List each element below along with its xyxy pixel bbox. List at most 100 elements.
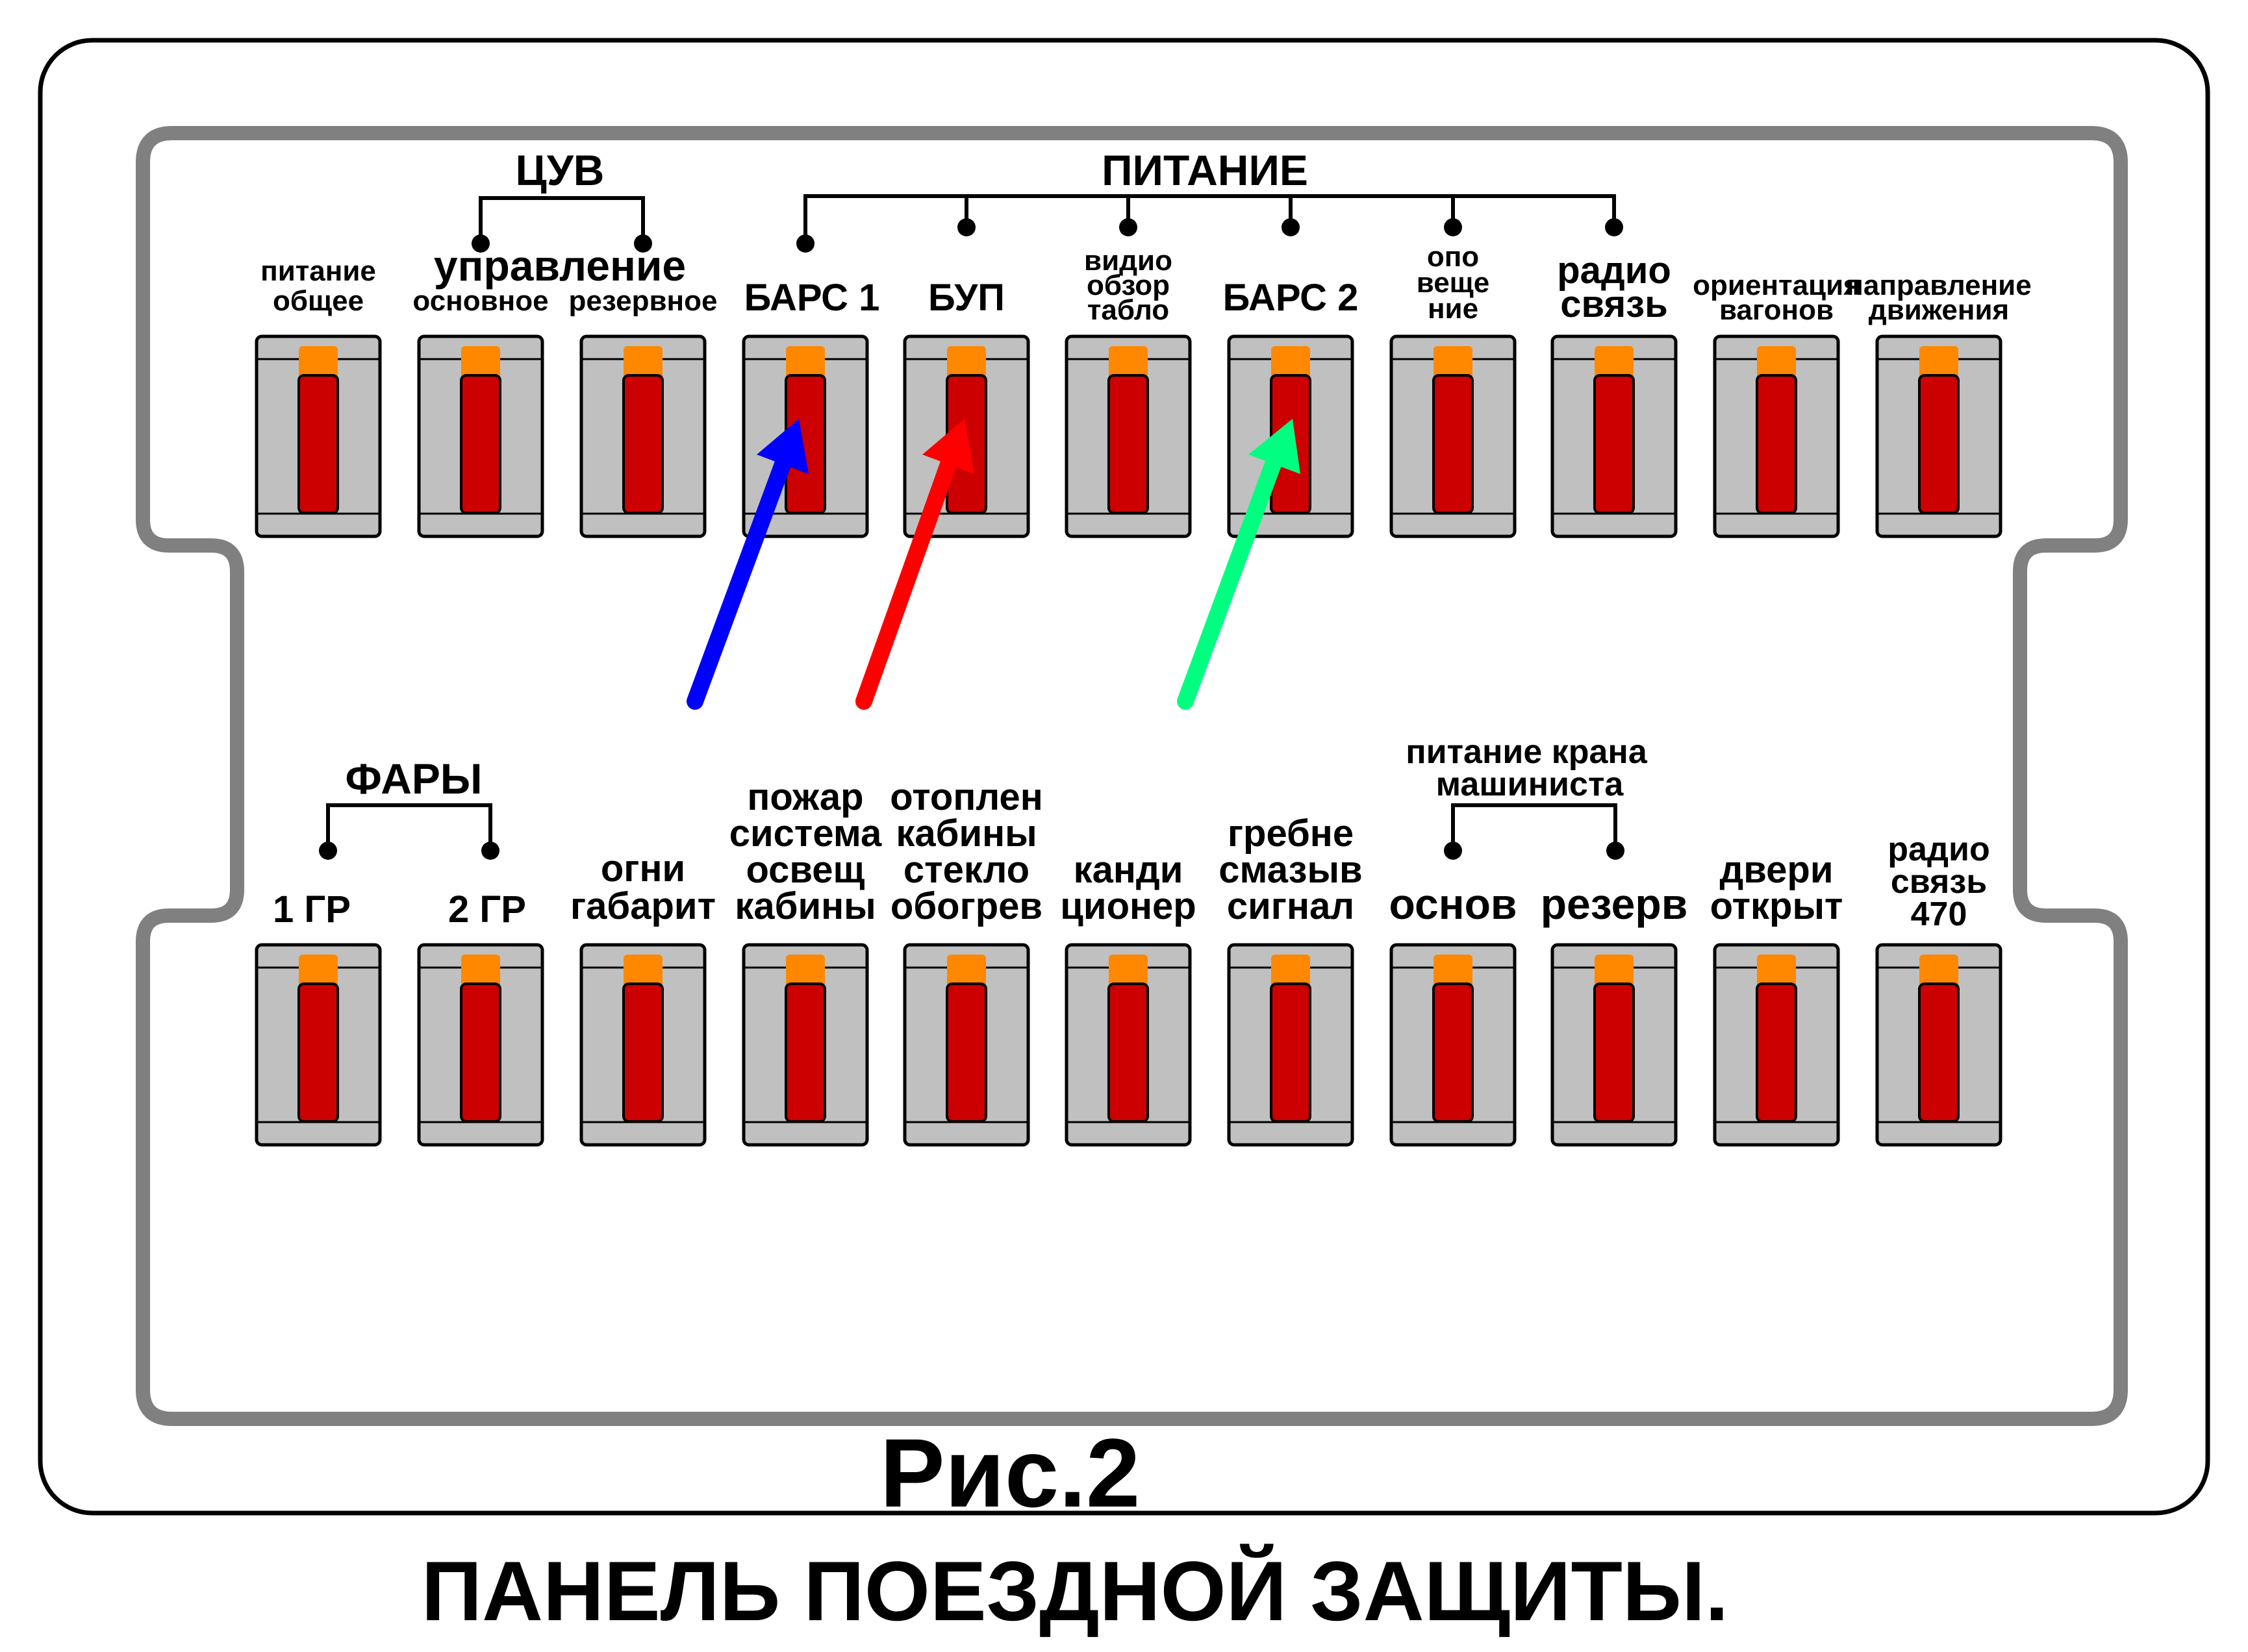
lever-tip <box>624 955 663 987</box>
lever <box>1918 982 1960 1123</box>
lever <box>1107 374 1149 514</box>
top_row-switch-label: питание <box>260 255 376 287</box>
bottom_row-switch-label: 1 ГР <box>273 888 351 931</box>
top_row-switch-label: обзор <box>1087 269 1170 301</box>
lever <box>1918 374 1960 514</box>
bottom-toggle-switch-1[interactable] <box>255 943 382 1147</box>
cuv-bracket-dot-left <box>472 234 490 253</box>
bottom_row-switch-label: двери <box>1719 849 1833 891</box>
power-bracket-dot <box>1282 218 1300 236</box>
inner-frame <box>136 126 2128 1426</box>
lever <box>460 374 501 514</box>
top_row-switch-label: основное <box>412 285 548 317</box>
bottom_row-switch-label: 2 ГР <box>448 888 526 931</box>
lever-tip <box>299 346 338 379</box>
lever-tip <box>1757 346 1796 379</box>
top-toggle-switch-3[interactable] <box>579 334 707 538</box>
lever <box>1432 982 1474 1123</box>
top_row-switch-label: опо <box>1427 241 1479 273</box>
top-toggle-switch-2[interactable] <box>417 334 544 538</box>
bottom_row-switch-label: резерв <box>1541 880 1688 928</box>
bottom-toggle-switch-11[interactable] <box>1875 943 2002 1147</box>
bottom_row-switch-label: основ <box>1389 880 1517 928</box>
bottom_row-switch-label: 470 <box>1911 895 1967 933</box>
bottom-toggle-switch-3[interactable] <box>579 943 707 1147</box>
bottom-toggle-switch-10[interactable] <box>1713 943 1840 1147</box>
lever-tip <box>1919 955 1958 987</box>
lever-tip <box>947 346 986 379</box>
lever-tip <box>1109 955 1148 987</box>
bottom_row-switch-label: кабины <box>896 812 1037 855</box>
bottom_row-switch-label: сигнал <box>1227 885 1354 927</box>
lever <box>1756 982 1797 1123</box>
power-bracket-dot <box>1119 218 1137 236</box>
lever-tip <box>624 346 663 379</box>
bottom_row-switch-label: открыт <box>1710 885 1843 927</box>
bottom_row-switch-label: освещ <box>746 849 865 891</box>
top_row-switch-label: БАРС 1 <box>744 277 880 319</box>
lever <box>297 982 339 1123</box>
lever-tip <box>1109 346 1148 379</box>
lever-tip <box>1433 346 1472 379</box>
lever-tip <box>461 346 500 379</box>
power-bracket-dot <box>1444 218 1462 236</box>
blue-arrow <box>687 419 809 710</box>
group-label-cuv: ЦУВ <box>516 146 605 194</box>
control-label: управление <box>434 242 686 290</box>
bottom-toggle-switch-8[interactable] <box>1389 943 1517 1147</box>
bottom_row-switch-label: обогрев <box>890 885 1042 927</box>
bottom-toggle-switch-7[interactable] <box>1227 943 1354 1147</box>
bottom_row-switch-label: канди <box>1074 849 1183 891</box>
lever-tip <box>1271 955 1310 987</box>
power-bracket-dot <box>1605 218 1623 236</box>
bottom-toggle-switch-5[interactable] <box>903 943 1030 1147</box>
cuv-bracket <box>479 196 645 244</box>
bottom-switch-row <box>255 943 2002 1147</box>
power-bracket-dot <box>957 218 976 236</box>
lever <box>1107 982 1149 1123</box>
cuv-bracket-dot-right <box>634 234 652 253</box>
bottom_row-switch-label: гребне <box>1228 812 1354 855</box>
panel-caption: ПАНЕЛЬ ПОЕЗДНОЙ ЗАЩИТЫ. <box>422 1544 1729 1638</box>
lever-tip <box>1433 955 1472 987</box>
top-toggle-switch-10[interactable] <box>1713 334 1840 538</box>
top_row-switch-label: направление <box>1846 269 2031 301</box>
group-label-headlights: ФАРЫ <box>346 755 483 803</box>
top-toggle-switch-6[interactable] <box>1065 334 1192 538</box>
top_row-switch-label: табло <box>1087 294 1169 326</box>
lever-tip <box>1595 955 1634 987</box>
lever-tip <box>947 955 986 987</box>
green-arrow <box>1177 419 1300 710</box>
bottom_row-switch-label: радио <box>1888 831 1989 868</box>
bottom-toggle-switch-9[interactable] <box>1550 943 1678 1147</box>
bottom-toggle-switch-2[interactable] <box>417 943 544 1147</box>
lever-tip <box>1919 346 1958 379</box>
top-toggle-switch-9[interactable] <box>1550 334 1678 538</box>
power-bracket-dot <box>796 234 815 253</box>
lever <box>1593 982 1635 1123</box>
lever <box>622 982 664 1123</box>
crane-power-bracket <box>1451 803 1617 851</box>
lever-tip <box>461 955 500 987</box>
lever-tip <box>1757 955 1796 987</box>
bottom_row-switch-label: связь <box>1891 863 1987 901</box>
bottom-toggle-switch-6[interactable] <box>1065 943 1192 1147</box>
bottom_row-switch-label: кабины <box>735 885 876 927</box>
red-arrow <box>855 419 974 710</box>
top-toggle-switch-11[interactable] <box>1875 334 2002 538</box>
top-toggle-switch-8[interactable] <box>1389 334 1517 538</box>
bottom_row-switch-label: стекло <box>903 849 1029 891</box>
top_row-switch-label: движения <box>1869 294 2009 326</box>
lever-tip <box>786 955 825 987</box>
bottom-toggle-switch-4[interactable] <box>742 943 869 1147</box>
headlights-bracket <box>326 803 492 851</box>
group-label-crane-power-1: питание крана <box>1406 733 1648 771</box>
top_row-switch-label: вагонов <box>1719 294 1834 326</box>
lever-tip <box>1595 346 1634 379</box>
lever-tip <box>299 955 338 987</box>
top-toggle-switch-1[interactable] <box>255 334 382 538</box>
bottom_row-switch-label: смазыв <box>1219 849 1362 891</box>
